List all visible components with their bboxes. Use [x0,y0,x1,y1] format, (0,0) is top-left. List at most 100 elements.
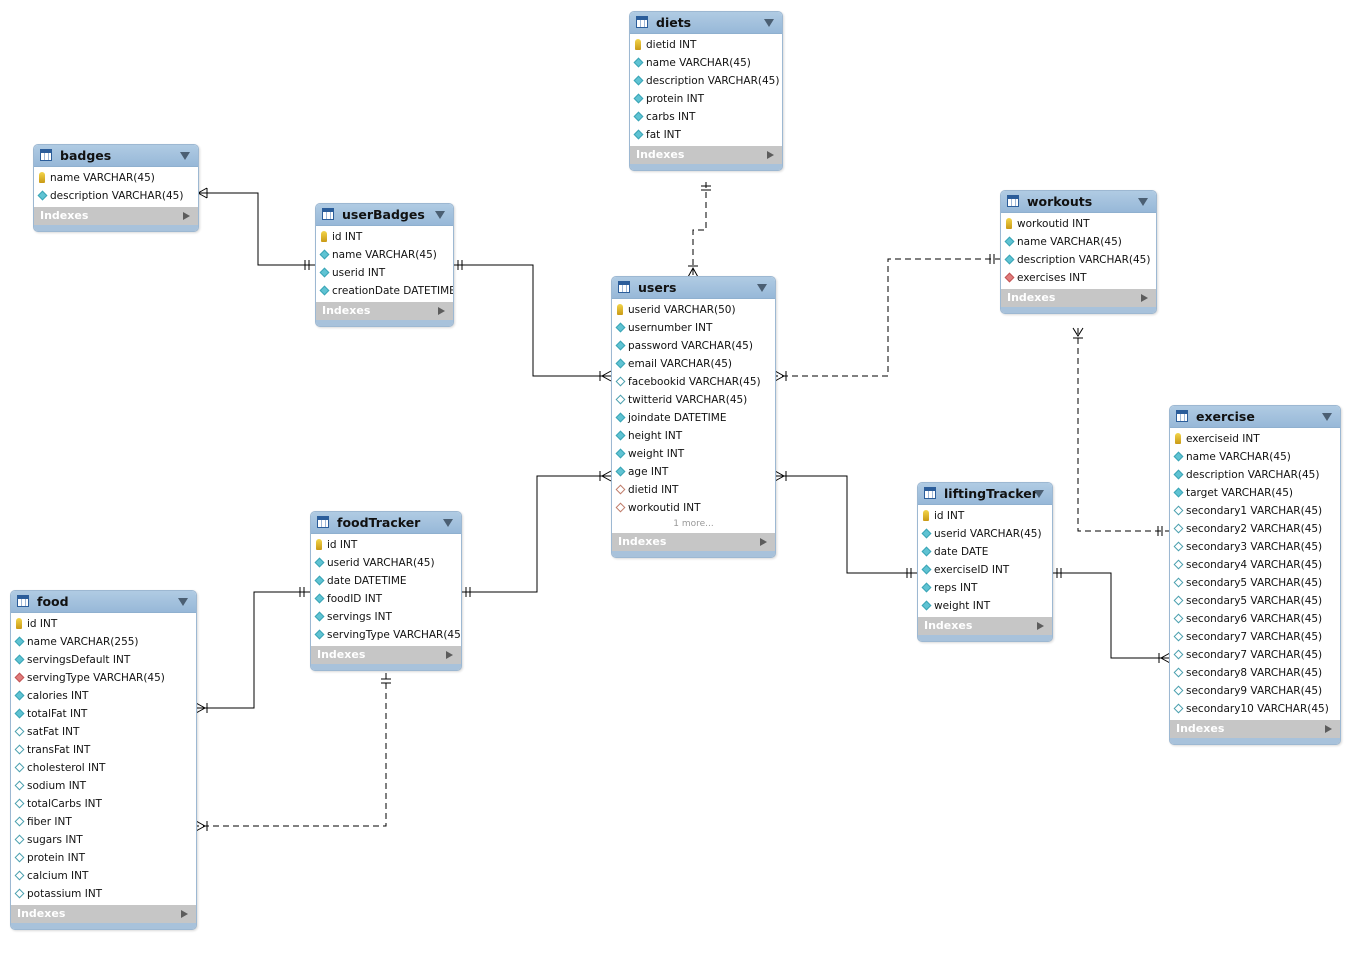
collapse-arrow-icon[interactable] [180,152,190,160]
expand-arrow-icon[interactable] [181,910,188,918]
column-row[interactable]: secondary7 VARCHAR(45) [1170,628,1340,646]
column-row[interactable]: cholesterol INT [11,759,196,777]
column-row[interactable]: servings INT [311,608,461,626]
column-row[interactable]: description VARCHAR(45) [1001,251,1156,269]
column-row[interactable]: exerciseID INT [918,561,1052,579]
expand-arrow-icon[interactable] [1141,294,1148,302]
column-row[interactable]: exerciseid INT [1170,430,1340,448]
column-row[interactable]: joindate DATETIME [612,409,775,427]
table-header[interactable]: exercise [1170,406,1340,428]
column-row[interactable]: description VARCHAR(45) [34,187,198,205]
column-row[interactable]: twitterid VARCHAR(45) [612,391,775,409]
column-row[interactable]: secondary7 VARCHAR(45) [1170,646,1340,664]
collapse-arrow-icon[interactable] [764,19,774,27]
column-row[interactable]: height INT [612,427,775,445]
column-row[interactable]: description VARCHAR(45) [630,72,782,90]
expand-arrow-icon[interactable] [183,212,190,220]
column-row[interactable]: carbs INT [630,108,782,126]
column-row[interactable]: totalFat INT [11,705,196,723]
indexes-section[interactable]: Indexes [316,302,453,326]
column-row[interactable]: name VARCHAR(45) [34,169,198,187]
column-row[interactable]: exercises INT [1001,269,1156,287]
column-row[interactable]: weight INT [918,597,1052,615]
column-row[interactable]: secondary8 VARCHAR(45) [1170,664,1340,682]
column-row[interactable]: usernumber INT [612,319,775,337]
column-row[interactable]: foodID INT [311,590,461,608]
column-row[interactable]: secondary4 VARCHAR(45) [1170,556,1340,574]
table-header[interactable]: foodTracker [311,512,461,534]
expand-arrow-icon[interactable] [760,538,767,546]
column-row[interactable]: servingType VARCHAR(45) [311,626,461,644]
indexes-section[interactable]: Indexes [34,207,198,231]
column-row[interactable]: secondary9 VARCHAR(45) [1170,682,1340,700]
column-row[interactable]: transFat INT [11,741,196,759]
column-row[interactable]: calories INT [11,687,196,705]
column-row[interactable]: userid VARCHAR(45) [918,525,1052,543]
indexes-section[interactable]: Indexes [11,905,196,929]
column-row[interactable]: sugars INT [11,831,196,849]
collapse-arrow-icon[interactable] [178,598,188,606]
column-row[interactable]: satFat INT [11,723,196,741]
table-header[interactable]: liftingTracker [918,483,1052,505]
column-row[interactable]: userid VARCHAR(50) [612,301,775,319]
column-row[interactable]: servingsDefault INT [11,651,196,669]
column-row[interactable]: secondary10 VARCHAR(45) [1170,700,1340,718]
column-row[interactable]: id INT [316,228,453,246]
column-row[interactable]: potassium INT [11,885,196,903]
column-row[interactable]: date DATETIME [311,572,461,590]
column-row[interactable]: secondary1 VARCHAR(45) [1170,502,1340,520]
column-row[interactable]: totalCarbs INT [11,795,196,813]
column-row[interactable]: userid INT [316,264,453,282]
column-row[interactable]: workoutid INT [1001,215,1156,233]
indexes-section[interactable]: Indexes [630,146,782,170]
column-row[interactable]: secondary5 VARCHAR(45) [1170,574,1340,592]
column-row[interactable]: fat INT [630,126,782,144]
expand-arrow-icon[interactable] [1037,622,1044,630]
column-row[interactable]: workoutid INT [612,499,775,517]
column-row[interactable]: dietid INT [612,481,775,499]
collapse-arrow-icon[interactable] [443,519,453,527]
column-row[interactable]: userid VARCHAR(45) [311,554,461,572]
column-row[interactable]: weight INT [612,445,775,463]
column-row[interactable]: id INT [11,615,196,633]
collapse-arrow-icon[interactable] [435,211,445,219]
column-row[interactable]: protein INT [630,90,782,108]
indexes-section[interactable]: Indexes [918,617,1052,641]
column-row[interactable]: date DATE [918,543,1052,561]
column-row[interactable]: secondary2 VARCHAR(45) [1170,520,1340,538]
column-row[interactable]: fiber INT [11,813,196,831]
column-row[interactable]: name VARCHAR(255) [11,633,196,651]
collapse-arrow-icon[interactable] [757,284,767,292]
column-row[interactable]: name VARCHAR(45) [1001,233,1156,251]
table-badges[interactable]: badges name VARCHAR(45)description VARCHA… [33,144,199,232]
column-row[interactable]: email VARCHAR(45) [612,355,775,373]
more-columns-link[interactable]: 1 more... [673,519,714,529]
column-row[interactable]: name VARCHAR(45) [630,54,782,72]
column-row[interactable]: target VARCHAR(45) [1170,484,1340,502]
table-header[interactable]: userBadges [316,204,453,226]
column-row[interactable]: calcium INT [11,867,196,885]
expand-arrow-icon[interactable] [446,651,453,659]
indexes-section[interactable]: Indexes [1170,720,1340,744]
indexes-section[interactable]: Indexes [612,533,775,557]
expand-arrow-icon[interactable] [438,307,445,315]
column-row[interactable]: id INT [311,536,461,554]
column-row[interactable]: secondary3 VARCHAR(45) [1170,538,1340,556]
column-row[interactable]: secondary5 VARCHAR(45) [1170,592,1340,610]
table-header[interactable]: badges [34,145,198,167]
table-header[interactable]: users [612,277,775,299]
column-row[interactable]: name VARCHAR(45) [1170,448,1340,466]
column-row[interactable]: age INT [612,463,775,481]
column-row[interactable]: description VARCHAR(45) [1170,466,1340,484]
column-row[interactable]: sodium INT [11,777,196,795]
expand-arrow-icon[interactable] [1325,725,1332,733]
collapse-arrow-icon[interactable] [1138,198,1148,206]
table-header[interactable]: workouts [1001,191,1156,213]
column-row[interactable]: facebookid VARCHAR(45) [612,373,775,391]
collapse-arrow-icon[interactable] [1322,413,1332,421]
